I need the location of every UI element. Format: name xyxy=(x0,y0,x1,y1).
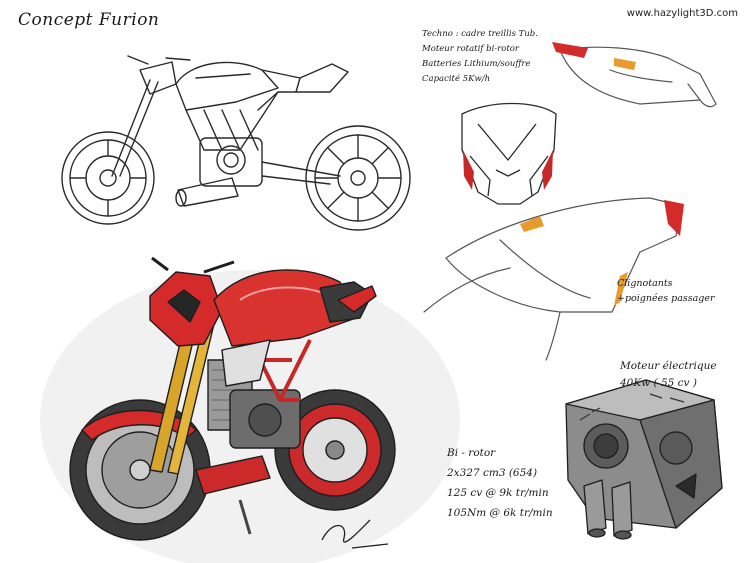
tail-sketch xyxy=(559,46,717,108)
artist-signature xyxy=(321,519,389,549)
electric-motor-line: Moteur électrique xyxy=(620,360,717,372)
seat-red-accent xyxy=(664,200,684,236)
turn-signal-line: Clignotants xyxy=(617,278,673,289)
turn-signal-line: +poignées passager xyxy=(617,293,715,304)
headlight-right-red xyxy=(542,150,553,190)
tech-note-line: Capacité 5Kw/h xyxy=(422,74,491,84)
website-link[interactable]: www.hazylight3D.com xyxy=(626,8,738,19)
birotor-specs: Bi - rotor 2x327 cm3 (654) 125 cv @ 9k t… xyxy=(447,443,553,523)
tech-notes: Techno : cadre treillis Tub. Moteur rota… xyxy=(422,27,538,87)
birotor-line: 125 cv @ 9k tr/min xyxy=(447,487,549,499)
concept-title: Concept Furion xyxy=(18,10,160,30)
electric-motor xyxy=(565,379,723,540)
seat-orange-accent-b xyxy=(614,272,628,306)
headlight-left-red xyxy=(463,150,474,190)
colored-motorcycle xyxy=(69,256,396,541)
tail-orange-accent xyxy=(614,58,636,70)
electric-motor-line: 40Kw ( 55 cv ) xyxy=(620,377,697,389)
tech-note-line: Batteries Lithium/souffre xyxy=(422,59,531,69)
seat-orange-accent-a xyxy=(520,216,544,232)
tech-note-line: Techno : cadre treillis Tub. xyxy=(422,29,538,39)
passenger-seat-sketch xyxy=(423,197,683,361)
tail-red-accent xyxy=(552,42,588,58)
birotor-line: 105Nm @ 6k tr/min xyxy=(447,507,553,519)
birotor-line: Bi - rotor xyxy=(447,447,496,459)
lineart-motorcycle xyxy=(61,55,411,231)
tech-note-line: Moteur rotatif bi-rotor xyxy=(422,44,519,54)
electric-motor-notes: Moteur électrique 40Kw ( 55 cv ) xyxy=(620,358,717,392)
turn-signal-notes: Clignotants +poignées passager xyxy=(617,276,715,306)
birotor-line: 2x327 cm3 (654) xyxy=(447,467,538,479)
headlight-sketch xyxy=(461,102,557,205)
